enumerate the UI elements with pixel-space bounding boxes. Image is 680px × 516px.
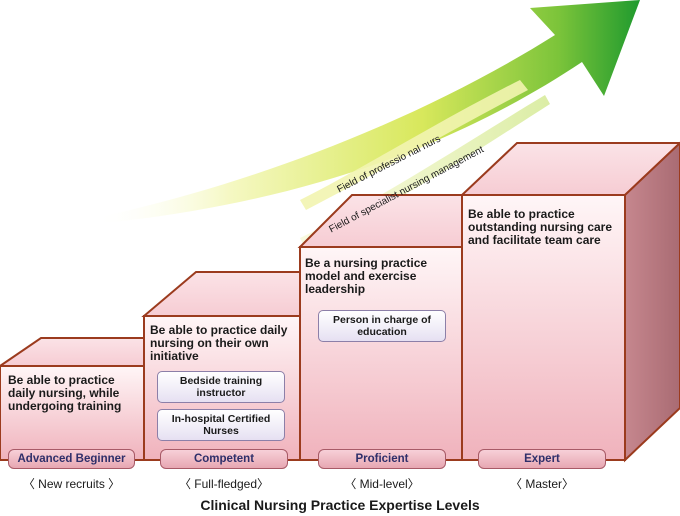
diagram-title: Clinical Nursing Practice Expertise Leve…: [200, 497, 480, 513]
step-proficient: [297, 194, 463, 461]
stage-mid-level: 〈 Mid-level〉: [344, 477, 420, 491]
growth-arrow: [95, 0, 640, 224]
step-expert: [459, 141, 680, 463]
level-proficient: Proficient: [318, 449, 446, 469]
step-1-description: Be able to practice daily nursing, while…: [8, 373, 122, 413]
stage-master: 〈 Master〉: [509, 477, 574, 491]
step-3-description: Be a nursing practice model and exercise…: [305, 256, 428, 296]
level-advanced-beginner: Advanced Beginner: [8, 449, 135, 469]
role-in-hospital-certified-nurses: In-hospital Certified Nurses: [157, 409, 285, 441]
professional-field-band: [300, 80, 528, 210]
stage-new-recruits: 〈 New recruits 〉: [22, 477, 121, 491]
role-bedside-training-instructor: Bedside training instructor: [157, 371, 285, 403]
level-expert: Expert: [478, 449, 606, 469]
step-2-description: Be able to practice daily nursing on the…: [150, 323, 288, 363]
role-person-in-charge-of-education: Person in charge of education: [318, 310, 446, 342]
step-advanced-beginner: [0, 337, 145, 461]
stage-full-fledged: 〈 Full-fledged〉: [178, 477, 270, 491]
level-competent: Competent: [160, 449, 288, 469]
step-4-description: Be able to practice outstanding nursing …: [468, 207, 613, 247]
